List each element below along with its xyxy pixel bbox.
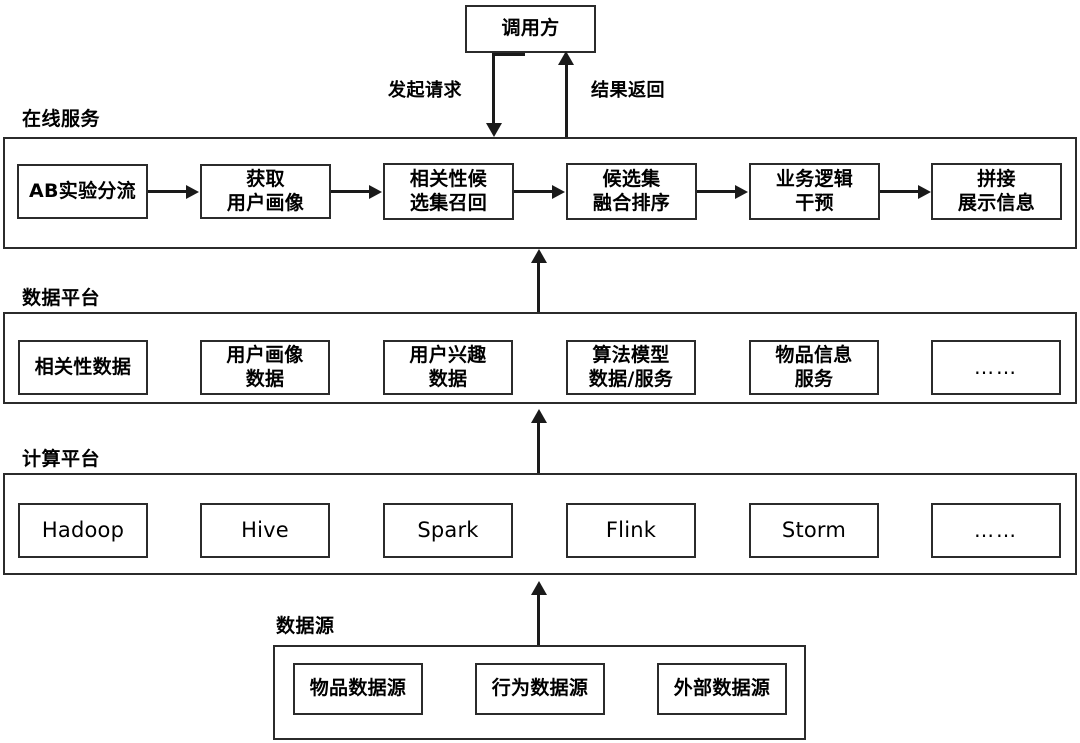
layer-container-data-platform: [3, 312, 1077, 404]
edge-label-response: 结果返回: [591, 80, 665, 101]
response-arrowhead-icon: [558, 51, 574, 65]
response-connector-vertical: [565, 62, 568, 140]
flow-connector-3: [514, 190, 554, 193]
node-hive[interactable]: Hive: [200, 503, 330, 558]
flow-connector-5: [880, 190, 920, 193]
flow-arrowhead-5-icon: [918, 185, 931, 199]
node-spark[interactable]: Spark: [383, 503, 513, 558]
node-relevance-candidate-recall[interactable]: 相关性候 选集召回: [383, 163, 514, 220]
node-flink[interactable]: Flink: [566, 503, 696, 558]
request-connector-vertical: [492, 53, 495, 124]
node-user-profile-data[interactable]: 用户画像 数据: [200, 340, 330, 395]
node-compute-platform-more[interactable]: ……: [931, 503, 1061, 558]
node-user-interest-data[interactable]: 用户兴趣 数据: [383, 340, 513, 395]
flow-connector-1: [148, 190, 188, 193]
node-relevance-data[interactable]: 相关性数据: [18, 340, 148, 395]
edge-label-request: 发起请求: [388, 80, 462, 101]
flow-arrowhead-2-icon: [369, 185, 382, 199]
node-ab-experiment-split[interactable]: AB实验分流: [17, 164, 148, 219]
node-algorithm-model-data-service[interactable]: 算法模型 数据/服务: [566, 340, 696, 395]
node-storm[interactable]: Storm: [749, 503, 879, 558]
layer-container-compute-platform: [3, 473, 1077, 575]
layer-caption-data-source: 数据源: [276, 615, 335, 637]
layer-connector-compute-to-data-arrowhead-icon: [531, 409, 547, 423]
layer-caption-online-service: 在线服务: [22, 108, 101, 130]
node-business-logic-intervention[interactable]: 业务逻辑 干预: [749, 163, 880, 220]
node-behavior-data-source[interactable]: 行为数据源: [475, 663, 605, 715]
node-caller[interactable]: 调用方: [465, 5, 596, 53]
flow-connector-4: [697, 190, 737, 193]
flow-arrowhead-1-icon: [186, 185, 199, 199]
flow-connector-2: [331, 190, 371, 193]
node-candidate-fusion-ranking[interactable]: 候选集 融合排序: [566, 163, 697, 220]
node-item-data-source[interactable]: 物品数据源: [293, 663, 423, 715]
layer-connector-data-to-online-arrowhead-icon: [531, 249, 547, 263]
node-item-info-service[interactable]: 物品信息 服务: [749, 340, 879, 395]
layer-caption-compute-platform: 计算平台: [22, 448, 101, 470]
layer-connector-data-to-online: [537, 260, 540, 313]
node-external-data-source[interactable]: 外部数据源: [657, 663, 787, 715]
flow-arrowhead-4-icon: [735, 185, 748, 199]
flow-arrowhead-3-icon: [552, 185, 565, 199]
layer-connector-source-to-compute: [537, 592, 540, 645]
layer-connector-source-to-compute-arrowhead-icon: [531, 581, 547, 595]
request-connector-horizontal: [493, 53, 525, 56]
request-arrowhead-icon: [486, 123, 502, 137]
layer-container-online-service: [3, 137, 1077, 249]
layer-connector-compute-to-data: [537, 420, 540, 473]
layer-caption-data-platform: 数据平台: [22, 287, 101, 309]
node-fetch-user-profile[interactable]: 获取 用户画像: [200, 164, 331, 219]
node-assemble-display-info[interactable]: 拼接 展示信息: [931, 163, 1062, 220]
node-data-platform-more[interactable]: ……: [931, 340, 1061, 395]
node-hadoop[interactable]: Hadoop: [18, 503, 148, 558]
